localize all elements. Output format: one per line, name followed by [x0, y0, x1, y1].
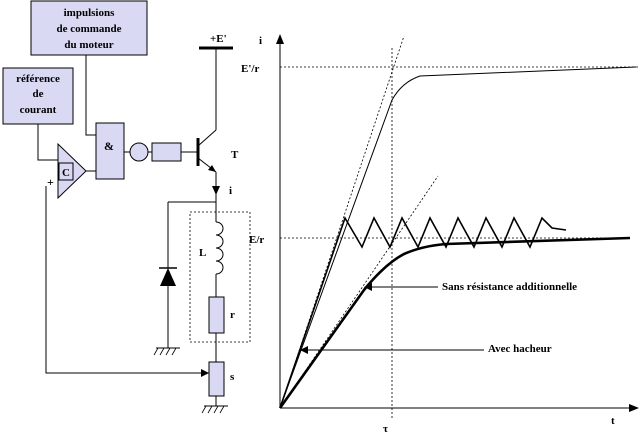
motor-pulses-line-3: du moteur	[64, 39, 113, 51]
low-level-label: E/r	[249, 234, 264, 246]
motor-pulses-line-2: de commande	[56, 23, 121, 35]
comparator-box	[58, 162, 74, 181]
annotation-no-resistor: Sans résistance additionnelle	[442, 281, 577, 293]
motor-pulses-box	[30, 0, 148, 56]
and-gate-box	[95, 122, 125, 180]
tau-label: τ	[383, 423, 388, 435]
tangent-low	[279, 175, 439, 409]
diode-ground-hatch	[153, 347, 177, 356]
shunt-label: s	[230, 371, 235, 383]
inverter-circle	[129, 142, 149, 162]
motor-dashed-box	[189, 211, 251, 343]
transistor-collector	[197, 129, 217, 147]
and-gate-label: &	[104, 139, 114, 153]
current-label: i	[229, 185, 232, 197]
current-reference-line-2: de	[33, 88, 44, 100]
feedback-arrow	[201, 369, 209, 377]
supply-label: +E'	[210, 33, 227, 45]
pulses-wire	[85, 55, 96, 136]
resistor-label: r	[230, 309, 235, 321]
curve-low	[278, 236, 631, 409]
x-axis-arrow	[629, 404, 639, 412]
annotation-chopper-arrow	[300, 346, 308, 354]
transistor-label: T	[231, 149, 239, 161]
plus-sign: +	[47, 175, 54, 189]
annotation-no-resistor-arrow	[364, 283, 372, 291]
curve-high	[279, 66, 637, 409]
feedback-wire	[45, 186, 209, 374]
y-axis-label: i	[259, 35, 262, 47]
x-axis-label: t	[611, 415, 615, 427]
motor-pulses-line-1: impulsions	[64, 7, 115, 19]
resistor-r	[208, 296, 225, 334]
reference-wire	[37, 124, 58, 161]
inductor-coil	[215, 221, 224, 275]
annotation-chopper: Avec hacheur	[488, 343, 552, 355]
y-axis-arrow	[276, 34, 284, 44]
comparator-label: C	[62, 167, 70, 179]
current-reference-box	[2, 67, 74, 125]
diode-triangle	[160, 268, 176, 286]
current-reference-line-1: référence	[16, 73, 60, 85]
current-arrow	[212, 186, 220, 195]
minus-sign: -	[47, 152, 51, 166]
emitter-arrow	[208, 165, 216, 172]
high-level-label: E'/r	[241, 63, 259, 75]
inductor-label: L	[199, 247, 206, 259]
current-reference-line-3: courant	[20, 104, 57, 116]
shunt-resistor	[208, 361, 225, 397]
driver-box	[151, 142, 182, 162]
shunt-ground-hatch	[201, 405, 225, 414]
